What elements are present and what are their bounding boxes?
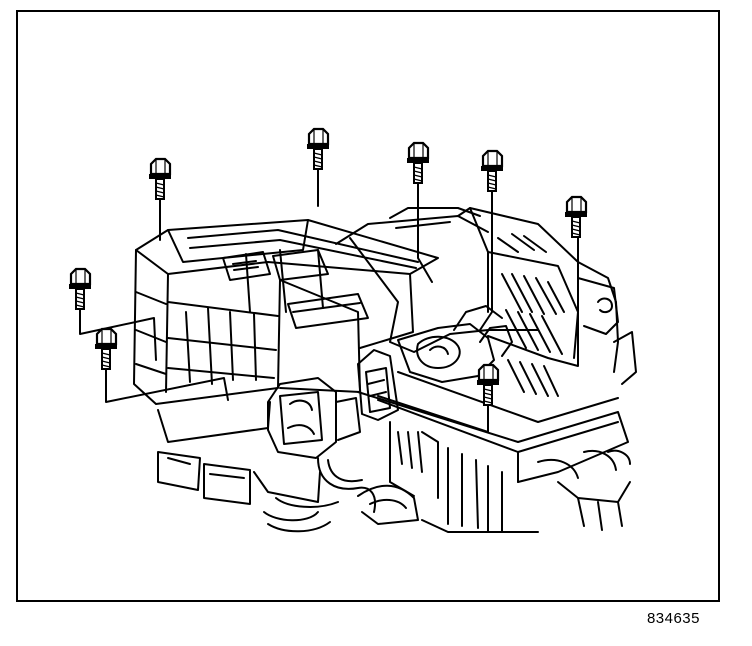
bolt-icon-5 bbox=[405, 141, 431, 185]
bolt-icon-2 bbox=[93, 327, 119, 371]
bolt-icon-7 bbox=[563, 195, 589, 239]
bolt-icon-6 bbox=[479, 149, 505, 193]
bolt-icon-3 bbox=[147, 157, 173, 201]
bolt-icon-1 bbox=[67, 267, 93, 311]
bolt-icon-4 bbox=[305, 127, 331, 171]
bolt-icon-8 bbox=[475, 363, 501, 407]
diagram-frame bbox=[16, 10, 720, 602]
figure-number: 834635 bbox=[646, 610, 700, 627]
hvac-module-illustration bbox=[67, 127, 637, 533]
